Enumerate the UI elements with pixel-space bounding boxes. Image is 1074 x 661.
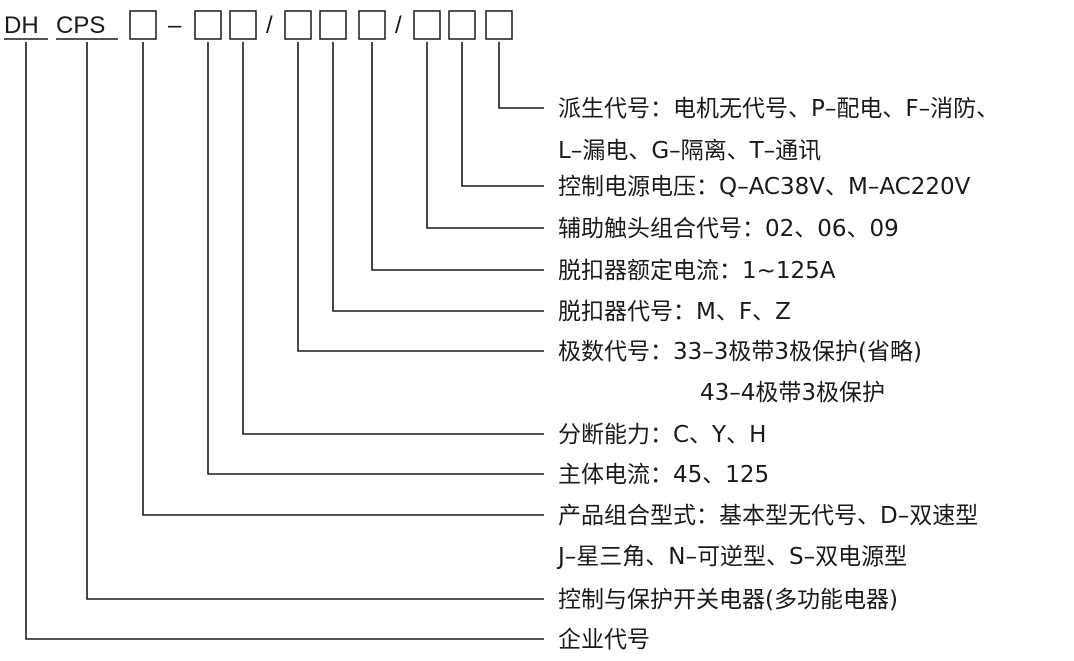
leader-control-voltage: [461, 42, 544, 187]
label-breaking-capacity: 分断能力：C、Y、H: [558, 422, 766, 448]
label-aux-contacts: 辅助触头组合代号：02、06、09: [558, 216, 899, 242]
leader-lines: [25, 42, 544, 640]
label-release-current: 脱扣器额定电流：1~125A: [558, 258, 836, 284]
code-box-control-voltage: [448, 10, 476, 40]
label-combination-form-cont: J–星三角、N–可逆型、S–双电源型: [556, 544, 907, 570]
code-box-aux-contacts: [413, 10, 441, 40]
label-release-code: 脱扣器代号：M、F、Z: [558, 299, 791, 325]
leader-company-code: [25, 42, 544, 640]
code-box-combination-form: [129, 10, 157, 40]
code-box-frame-current: [194, 10, 222, 40]
code-slash-2: /: [395, 12, 402, 39]
label-combination-form: 产品组合型式：基本型无代号、D–双速型: [558, 503, 978, 529]
label-derived-code: 派生代号：电机无代号、P–配电、F–消防、: [558, 96, 999, 122]
code-box-poles: [284, 10, 312, 40]
label-device-type: 控制与保护开关电器(多功能电器): [558, 587, 898, 613]
code-box-derived-code: [485, 10, 513, 40]
label-derived-code-cont: L–漏电、G–隔离、T–通讯: [558, 138, 821, 164]
code-prefix-cps: CPS: [56, 12, 105, 39]
leader-device-type: [86, 42, 544, 600]
label-company-code: 企业代号: [558, 627, 650, 653]
label-control-voltage: 控制电源电压：Q–AC38V、M–AC220V: [558, 174, 971, 200]
leader-poles: [297, 42, 544, 352]
code-box-breaking-capacity: [229, 10, 257, 40]
leader-release-current: [371, 42, 544, 271]
label-poles: 极数代号：33–3极带3极保护(省略): [558, 339, 922, 365]
leader-aux-contacts: [426, 42, 544, 229]
model-code: DH CPS – / /: [4, 10, 513, 40]
code-slash-1: /: [266, 12, 273, 39]
leader-release-code: [332, 42, 544, 312]
leader-breaking-capacity: [242, 42, 544, 435]
descriptions: 派生代号：电机无代号、P–配电、F–消防、 L–漏电、G–隔离、T–通讯 控制电…: [556, 96, 999, 653]
label-poles-cont: 43–4极带3极保护: [700, 380, 885, 406]
label-frame-current: 主体电流：45、125: [558, 462, 769, 488]
code-dash: –: [168, 12, 182, 39]
leader-frame-current: [207, 42, 544, 475]
code-box-release-current: [358, 10, 386, 40]
code-prefix-dh: DH: [4, 12, 39, 39]
leader-derived-code: [498, 42, 544, 109]
leader-combination-form: [142, 42, 544, 516]
code-box-release-code: [319, 10, 347, 40]
